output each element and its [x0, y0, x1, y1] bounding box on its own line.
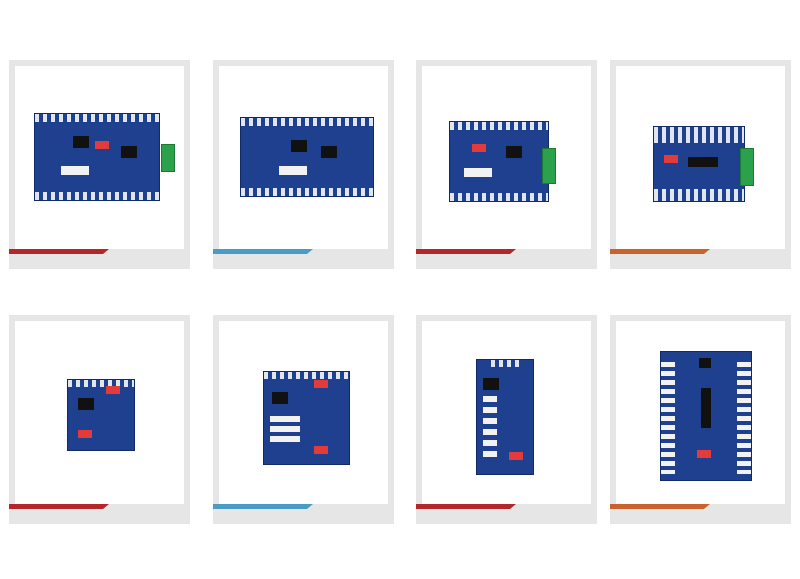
product-image-frame: [422, 66, 591, 249]
pcb-board-image: [476, 359, 534, 475]
product-card-7[interactable]: [416, 315, 597, 524]
accent-stripe: [610, 249, 710, 254]
pcb-board-image: [67, 379, 135, 451]
product-card-6[interactable]: [213, 315, 394, 524]
accent-stripe: [610, 504, 710, 509]
product-image-frame: [15, 321, 184, 504]
product-card-8[interactable]: [610, 315, 791, 524]
pcb-board-image: [660, 351, 752, 481]
product-card-3[interactable]: [416, 60, 597, 269]
pcb-board-image: [240, 117, 374, 197]
pcb-board-image: [449, 121, 549, 202]
product-image-frame: [219, 321, 388, 504]
terminal-block-image: [542, 148, 556, 184]
product-image-frame: [15, 66, 184, 249]
terminal-block-image: [161, 144, 175, 172]
product-image-frame: [422, 321, 591, 504]
accent-stripe: [416, 504, 516, 509]
accent-stripe: [213, 249, 313, 254]
product-image-frame: [616, 66, 785, 249]
accent-stripe: [9, 249, 109, 254]
pcb-board-image: [653, 126, 745, 202]
product-image-frame: [616, 321, 785, 504]
product-image-frame: [219, 66, 388, 249]
product-card-4[interactable]: [610, 60, 791, 269]
product-card-1[interactable]: [9, 60, 190, 269]
product-card-2[interactable]: [213, 60, 394, 269]
accent-stripe: [213, 504, 313, 509]
product-card-5[interactable]: [9, 315, 190, 524]
accent-stripe: [9, 504, 109, 509]
accent-stripe: [416, 249, 516, 254]
terminal-block-image: [740, 148, 754, 186]
pcb-board-image: [263, 371, 350, 465]
pcb-board-image: [34, 113, 160, 201]
